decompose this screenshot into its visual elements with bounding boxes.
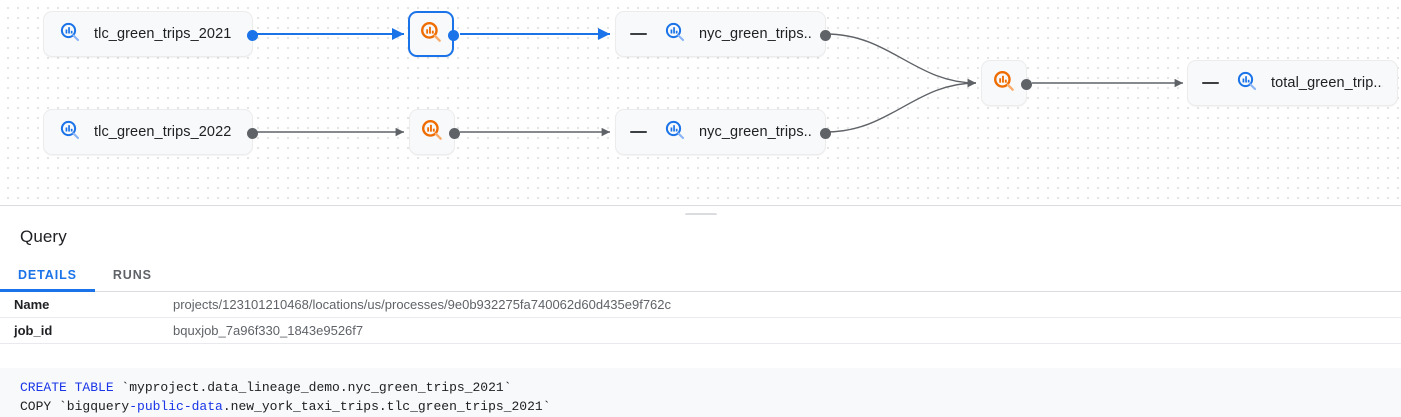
node-output-port[interactable] [246,127,258,139]
collapse-dash-icon[interactable] [630,131,647,133]
node-label: nyc_green_trips... [699,124,811,140]
collapse-dash-icon[interactable] [630,33,647,35]
node-output-port[interactable] [448,127,460,139]
lineage-graph-canvas[interactable]: tlc_green_trips_2021 tlc_green_trips_202… [0,0,1401,205]
bigquery-table-icon [58,20,82,49]
properties-table: Name projects/123101210468/locations/us/… [0,292,1401,344]
property-value: projects/123101210468/locations/us/proce… [173,297,672,312]
bigquery-table-icon [58,118,82,147]
bigquery-process-icon [418,19,444,50]
graph-node-nyc-green-trips-2[interactable]: nyc_green_trips... [615,109,831,155]
tab-bar: DETAILS RUNS [0,259,1401,292]
code-line-1: CREATE TABLE `myproject.data_lineage_dem… [0,378,1401,397]
sql-code-block[interactable]: CREATE TABLE `myproject.data_lineage_dem… [0,368,1401,417]
property-value: bquxjob_7a96f330_1843e9526f7 [173,323,364,338]
table-row: Name projects/123101210468/locations/us/… [0,292,1401,318]
graph-node-tlc-green-trips-2021[interactable]: tlc_green_trips_2021 [43,11,258,57]
node-label: tlc_green_trips_2022 [94,124,232,140]
sql-text: `myproject.data_lineage_demo.nyc_green_t… [113,380,512,395]
property-key: Name [14,297,50,312]
node-output-port[interactable] [819,127,831,139]
graph-node-total-green-trips[interactable]: total_green_trip... [1187,60,1398,106]
edge-nyc1-proc3 [825,33,977,88]
node-output-port[interactable] [1020,78,1032,90]
node-label: tlc_green_trips_2021 [94,26,232,42]
collapse-dash-icon[interactable] [1202,82,1219,84]
code-line-2: COPY `bigquery-public-data.new_york_taxi… [0,397,1401,416]
table-row: job_id bquxjob_7a96f330_1843e9526f7 [0,318,1401,344]
node-output-port[interactable] [246,29,258,41]
bigquery-table-icon [1235,69,1259,98]
sql-keyword: -public-data [129,399,223,414]
sql-text: COPY `bigquery [20,399,130,414]
graph-node-process-selected[interactable] [408,11,459,57]
page-title: Query [20,227,67,246]
property-key: job_id [14,323,53,338]
bigquery-table-icon [663,118,687,147]
graph-node-process-3[interactable] [981,60,1032,106]
bigquery-process-icon [419,117,445,148]
node-output-port[interactable] [819,29,831,41]
sql-text: .new_york_taxi_trips.tlc_green_trips_202… [222,399,551,414]
node-output-port[interactable] [447,29,459,41]
details-panel: Query DETAILS RUNS Name projects/1231012… [0,215,1401,417]
node-label: total_green_trip... [1271,75,1383,91]
graph-node-tlc-green-trips-2022[interactable]: tlc_green_trips_2022 [43,109,258,155]
graph-node-process-2[interactable] [409,109,460,155]
edge-nyc2-proc3 [825,78,977,133]
bigquery-process-icon [991,68,1017,99]
sql-keyword: CREATE TABLE [20,380,114,395]
tab-details[interactable]: DETAILS [0,268,95,292]
graph-node-nyc-green-trips-1[interactable]: nyc_green_trips... [615,11,831,57]
node-label: nyc_green_trips... [699,26,811,42]
bigquery-table-icon [663,20,687,49]
tab-runs[interactable]: RUNS [112,268,152,282]
